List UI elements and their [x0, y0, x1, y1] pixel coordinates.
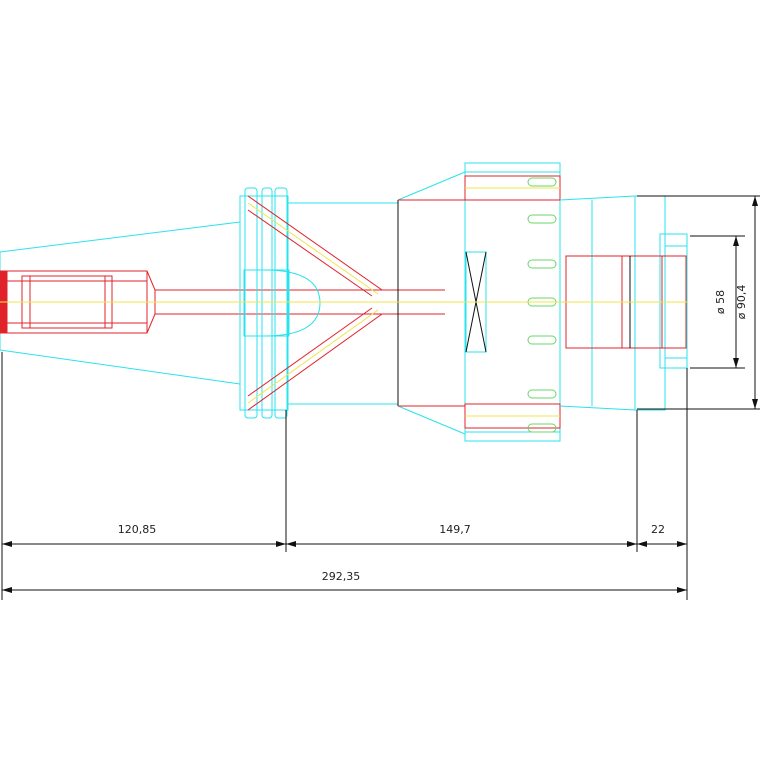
extension-lines — [1, 195, 760, 600]
dim-diameter-large: ø 90,4 — [735, 285, 748, 320]
dim-overall-length: 292,35 — [322, 570, 361, 583]
dimension-lines — [2, 196, 758, 593]
clamping-pins — [527, 177, 557, 433]
taper-shank — [0, 221, 241, 385]
dim-length-a: 120,85 — [118, 523, 157, 536]
dim-length-c: 22 — [651, 523, 665, 536]
flange — [239, 187, 398, 419]
dim-diameter-small: ø 58 — [714, 290, 727, 314]
coolant-channels — [247, 195, 383, 411]
dim-length-b: 149,7 — [439, 523, 471, 536]
nose-section — [559, 195, 688, 411]
